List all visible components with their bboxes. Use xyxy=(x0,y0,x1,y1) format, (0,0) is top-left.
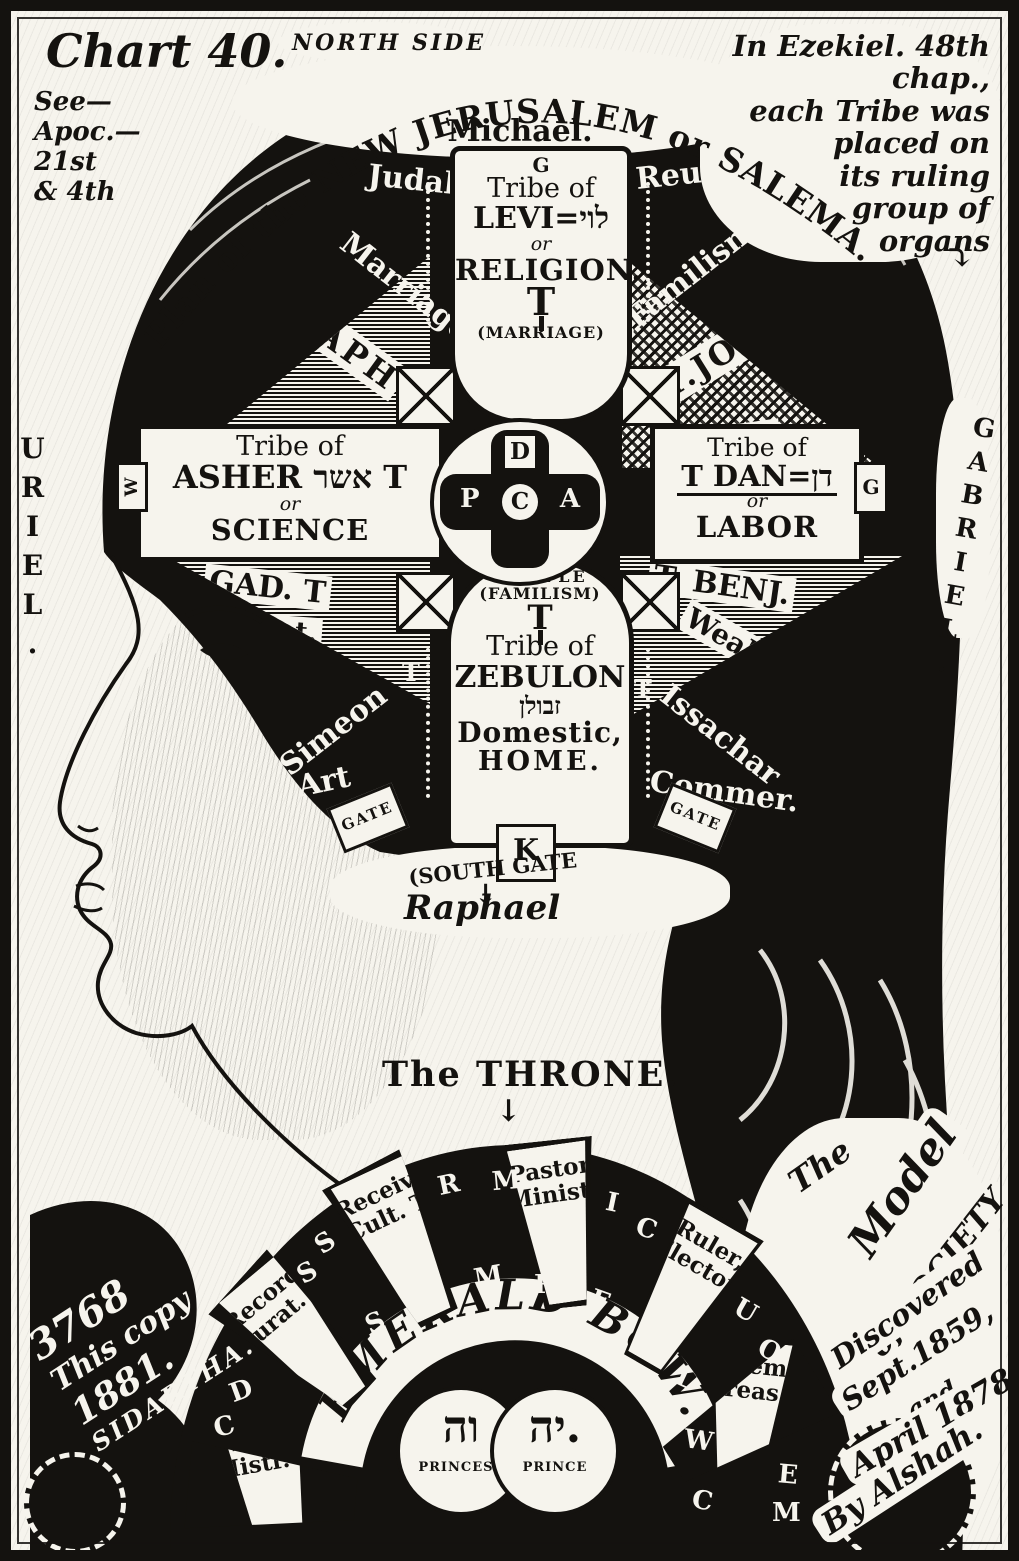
eye-detail xyxy=(200,643,248,660)
corner-brace xyxy=(396,572,456,632)
fan-ring-letter: M xyxy=(471,1259,506,1295)
ezekiel-note: In Ezekiel. 48th chap., each Tribe was p… xyxy=(732,29,990,258)
down-arrow-icon: ↓ xyxy=(496,1094,522,1129)
archangel-uriel-label: URIEL. xyxy=(16,432,49,666)
dan-or: or xyxy=(746,489,768,512)
east-gate-tab: G xyxy=(854,462,888,514)
temple-emblem: D P C A xyxy=(430,418,610,586)
north-side-label: NORTH SIDE xyxy=(292,30,487,56)
curved-arrow-icon: ⤵ xyxy=(944,238,975,279)
levi-or: or xyxy=(530,232,552,255)
decorative-disc xyxy=(24,1452,126,1554)
south-gate-letter: K xyxy=(512,833,540,868)
right-gate-label: GATE xyxy=(667,797,725,835)
levi-line1: Tribe of xyxy=(487,173,595,204)
eyebrow-detail xyxy=(184,605,264,625)
emblem-letter-a: A xyxy=(559,484,580,514)
north-gate-letter: G xyxy=(532,153,550,177)
dotted-path xyxy=(426,182,430,322)
fan-ring-letter: E xyxy=(776,1459,800,1491)
zebulon-line3: Domestic, xyxy=(457,716,623,750)
asher-line1: Tribe of xyxy=(236,431,344,462)
asher-line4: SCIENCE xyxy=(210,512,370,547)
fan-ring-letter: M xyxy=(490,1164,523,1198)
dotted-path xyxy=(426,648,430,798)
asher-panel: Tribe of ASHER אשר T or SCIENCE xyxy=(136,424,444,562)
corner-brace xyxy=(396,366,456,426)
west-gate-letter: W xyxy=(122,477,142,497)
dan-panel: Tribe of T DAN=דן or LABOR xyxy=(650,424,864,564)
nostril-detail xyxy=(77,824,99,833)
prince-circle: יה. PRINCE xyxy=(490,1386,620,1516)
gabriel-background xyxy=(936,398,990,638)
prince-hebrew: יה. xyxy=(528,1402,582,1453)
dan-line1: Tribe of xyxy=(707,433,807,462)
reference-note: See— Apoc.— 21st & 4th xyxy=(34,87,141,207)
note-background xyxy=(700,24,1002,262)
face-profile-line xyxy=(57,555,427,1381)
dan-line2: T DAN=דן xyxy=(677,459,837,497)
tau-cross-icon: T xyxy=(526,279,556,332)
corner-brace xyxy=(620,366,680,426)
familism-sub-label: (FAMILISM) xyxy=(479,583,601,603)
fan-ring-letter: W xyxy=(682,1424,716,1458)
dotted-path xyxy=(646,182,650,322)
emblem-letter-c: C xyxy=(502,484,538,520)
asher-line2: ASHER אשר T xyxy=(172,458,408,497)
north-side-background xyxy=(278,22,474,62)
dotted-path xyxy=(646,648,650,798)
archangel-raphael-label: Raphael xyxy=(404,888,561,928)
levi-line2: LEVI=לוי xyxy=(473,201,609,237)
asher-or: or xyxy=(279,492,301,515)
levi-panel: G Tribe of LEVI=לוי or RELIGION. T (MARR… xyxy=(450,146,643,424)
prince-label: PRINCE xyxy=(522,1460,588,1475)
banner-background xyxy=(232,46,792,158)
throne-label: The THRONE. xyxy=(382,1054,680,1095)
south-gate-tab: K xyxy=(496,824,556,882)
down-arrow-icon: ↓ xyxy=(474,878,498,911)
tau-cross-icon: T xyxy=(527,597,553,645)
left-gate-label: GATE xyxy=(338,797,396,835)
emblem-letter-p: P xyxy=(460,484,480,514)
page-title: Chart 40. xyxy=(46,24,288,78)
dan-line4: LABOR xyxy=(695,509,819,544)
levi-line4: RELIGION. xyxy=(455,252,643,287)
east-gate-letter: G xyxy=(862,475,880,499)
zebulon-line4: HOME. xyxy=(478,745,602,777)
west-gate-tab: W xyxy=(116,462,148,512)
emblem-letter-d: D xyxy=(505,436,535,468)
lips-detail xyxy=(73,882,106,913)
zebulon-panel: TEMPLE (FAMILISM) T Tribe of ZEBULON זבו… xyxy=(446,558,634,848)
corner-brace xyxy=(620,572,680,632)
zebulon-line2: ZEBULON xyxy=(454,659,626,695)
simeon-t-label: T xyxy=(402,658,420,687)
fan-ring-letter: M xyxy=(772,1498,801,1528)
levi-sub: (MARRIAGE) xyxy=(477,323,605,343)
fan-ring-letter: R xyxy=(534,1270,556,1300)
archangel-michael-label: Michael. xyxy=(447,114,593,149)
zebulon-hebrew: זבולן xyxy=(519,691,561,721)
